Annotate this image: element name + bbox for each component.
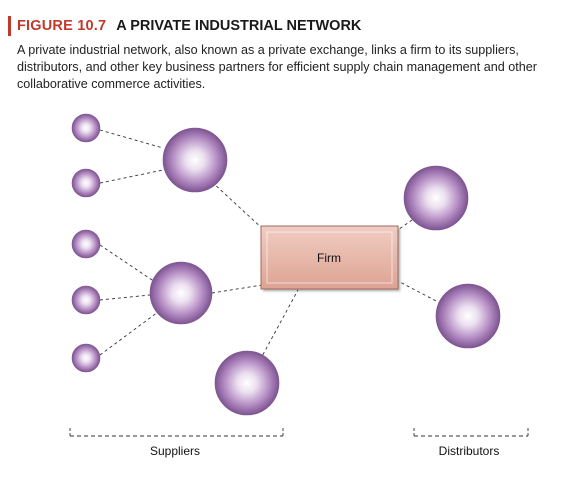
firm-box: Firm <box>260 225 399 290</box>
suppliers-label: Suppliers <box>150 444 200 458</box>
connector-line <box>395 279 441 304</box>
supplier-node-large <box>214 350 280 416</box>
supplier-node-small <box>71 343 101 373</box>
supplier-node-small <box>71 168 101 198</box>
connector-line <box>99 311 159 356</box>
connector-lines <box>99 129 441 361</box>
connector-line <box>211 284 263 294</box>
distributors-bracket <box>413 428 529 437</box>
suppliers-bracket <box>69 428 284 437</box>
connector-line <box>259 289 299 361</box>
figure-caption: A private industrial network, also known… <box>17 43 537 91</box>
supplier-node-small <box>71 113 101 143</box>
connector-line <box>99 169 164 184</box>
supplier-node-small <box>71 285 101 315</box>
figure-number: FIGURE 10.7 <box>17 18 107 34</box>
figure-title: A PRIVATE INDUSTRIAL NETWORK <box>116 18 362 34</box>
distributor-node <box>403 165 469 231</box>
connector-line <box>211 181 265 231</box>
supplier-node-large <box>162 127 228 193</box>
connector-line <box>99 129 164 149</box>
connector-line <box>99 244 156 283</box>
figure-header: FIGURE 10.7 A PRIVATE INDUSTRIAL NETWORK <box>8 16 361 36</box>
distributors-label: Distributors <box>439 444 500 458</box>
distributor-node <box>435 283 501 349</box>
supplier-node-large <box>149 261 213 325</box>
supplier-node-small <box>71 229 101 259</box>
firm-label: Firm <box>317 251 341 265</box>
connector-line <box>99 294 151 301</box>
